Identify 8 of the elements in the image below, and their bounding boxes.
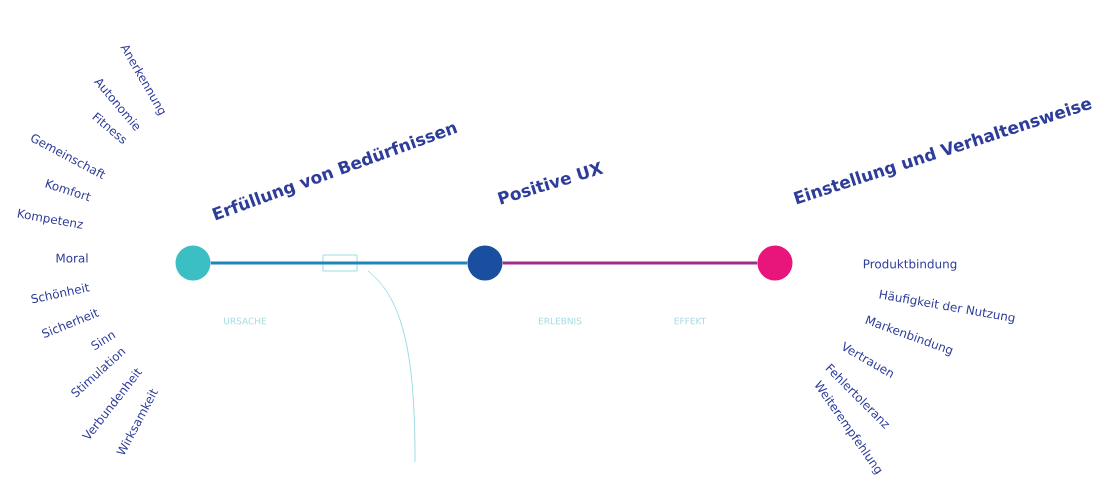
factor-label: Moral [56, 253, 88, 263]
timeline-line [210, 261, 468, 265]
factor-label: Produktbindung [863, 259, 957, 271]
faded-label: EFFEKT [674, 317, 707, 325]
timeline-line [502, 261, 758, 265]
faded-label: ERLEBNIS [539, 317, 582, 325]
faded-label: URSACHE [224, 317, 267, 325]
factor-label: Schönheit [31, 283, 90, 304]
